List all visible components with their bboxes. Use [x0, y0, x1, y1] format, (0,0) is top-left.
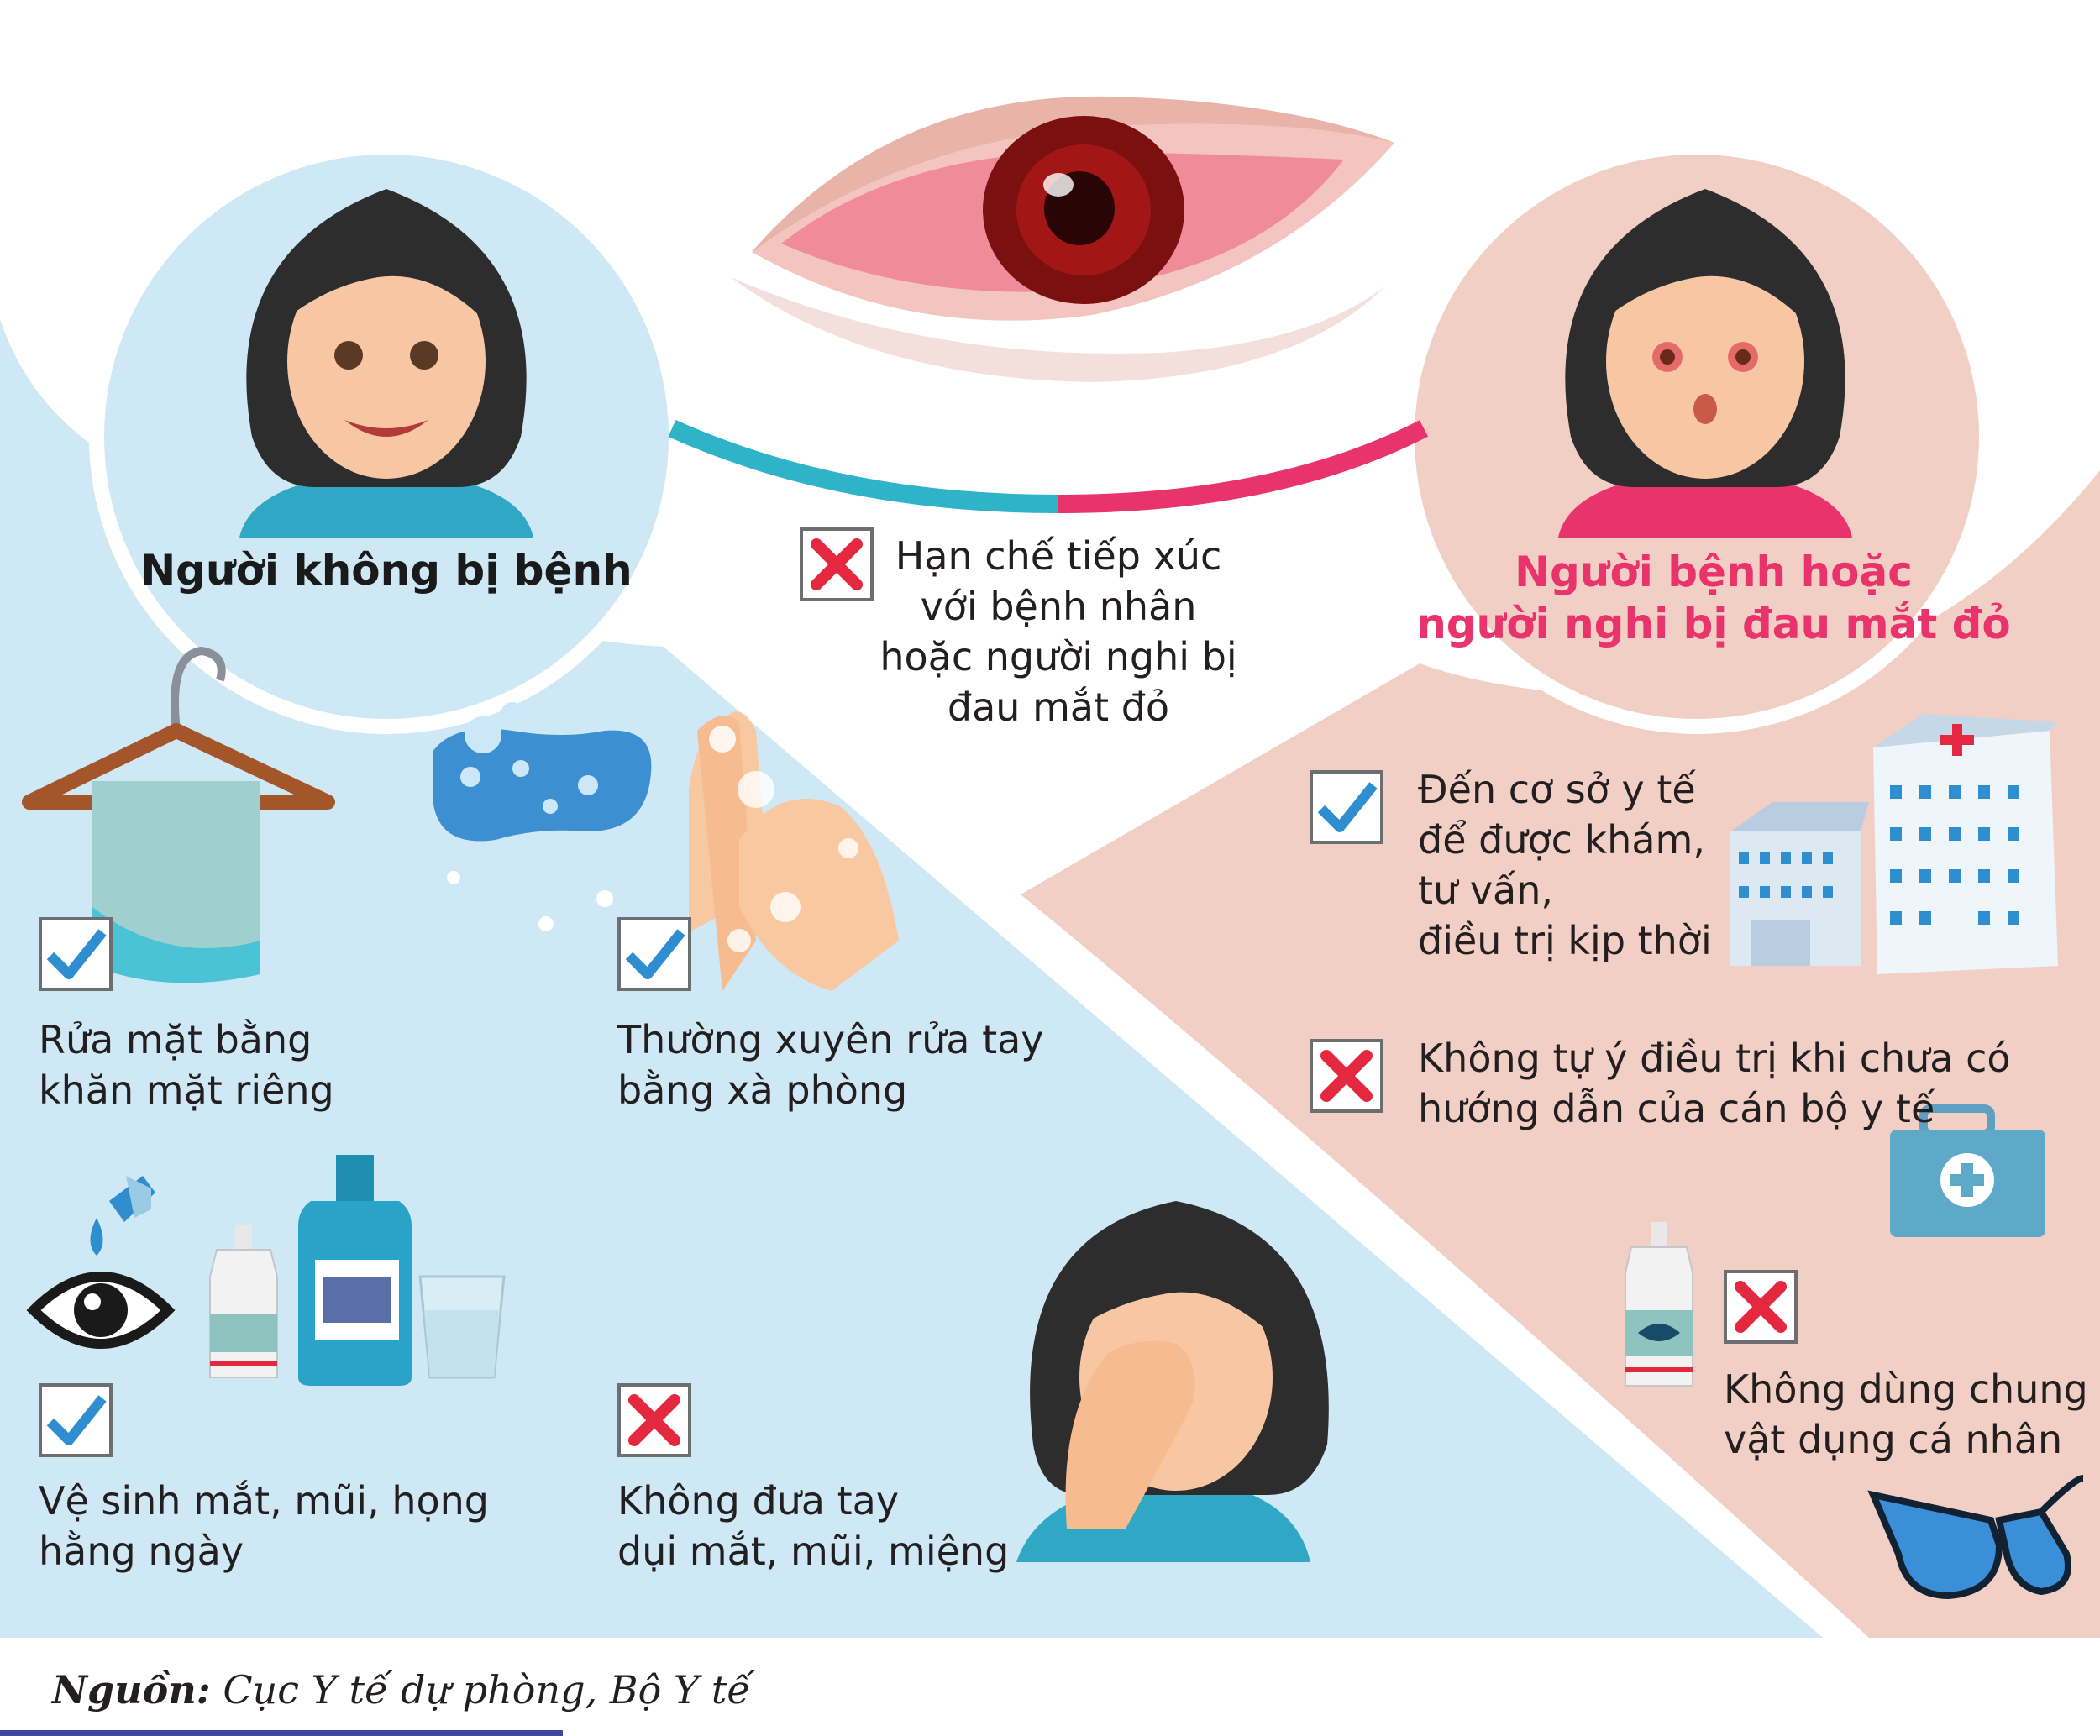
- bottle-icon: [209, 1225, 278, 1378]
- tip-line: tư vấn,: [1418, 868, 1553, 913]
- tip-line: để được khám,: [1418, 817, 1705, 863]
- tip-line: Không dùng chung: [1724, 1366, 2088, 1412]
- bottle-icon: [1625, 1222, 1693, 1387]
- healthy-group-title: Người không bị bệnh: [140, 546, 633, 595]
- tip-line: Đến cơ sở y tế: [1418, 767, 1696, 812]
- red-eye-icon: [731, 96, 1394, 382]
- tip-line: đau mắt đỏ: [947, 684, 1170, 730]
- check-icon: [617, 917, 691, 991]
- hanger-towel-icon: [22, 646, 335, 983]
- cross-icon: [617, 1383, 691, 1457]
- check-icon: [39, 917, 113, 991]
- check-icon: [39, 1383, 113, 1457]
- tip-line: dụi mắt, mũi, miệng: [617, 1529, 1010, 1574]
- tip-line: Rửa mặt bằng: [39, 1017, 312, 1062]
- tip-no-touch: Không đưa tay dụi mắt, mũi, miệng: [617, 1476, 1009, 1576]
- tip-line: Không tự ý điều trị khi chưa có: [1418, 1036, 2011, 1081]
- sick-group-title: Người bệnh hoặc người nghi bị đau mắt đỏ: [1411, 546, 2016, 650]
- tip-wash-face: Rửa mặt bằng khăn mặt riêng: [39, 1015, 334, 1115]
- footer-line: [0, 1730, 563, 1736]
- tip-line: bằng xà phòng: [617, 1067, 908, 1113]
- cross-icon: [800, 527, 874, 601]
- tip-line: hoặc người nghi bị: [879, 634, 1237, 679]
- source-credit: Nguồn: Cục Y tế dự phòng, Bộ Y tế: [52, 1667, 751, 1712]
- girl-rubbing-eye-icon: [1016, 1201, 1329, 1562]
- hand-washing-icon: [689, 711, 899, 991]
- tip-line: với bệnh nhân: [920, 584, 1197, 629]
- tip-line: Hạn chế tiếp xúc: [895, 533, 1222, 579]
- eye-drops-icon: [26, 1176, 176, 1349]
- sick-group-title-line: người nghi bị đau mắt đỏ: [1416, 600, 2011, 648]
- tip-line: hướng dẫn của cán bộ y tế: [1418, 1086, 1935, 1131]
- medical-kit-icon: [1890, 1104, 2045, 1237]
- source-label: Nguồn:: [52, 1667, 211, 1712]
- tip-line: điều trị kịp thời: [1418, 918, 1712, 963]
- cup-icon: [418, 1275, 506, 1379]
- tip-line: Vệ sinh mắt, mũi, họng: [39, 1478, 489, 1524]
- cross-icon: [1724, 1270, 1798, 1344]
- tip-line: Thường xuyên rửa tay: [617, 1017, 1044, 1062]
- glasses-icon: [1867, 1475, 2084, 1600]
- tip-line: vật dụng cá nhân: [1724, 1417, 2063, 1462]
- tip-line: hằng ngày: [39, 1529, 244, 1574]
- tip-no-self-treat: Không tự ý điều trị khi chưa có hướng dẫ…: [1418, 1033, 2011, 1134]
- center-tip-text: Hạn chế tiếp xúc với bệnh nhân hoặc ngườ…: [865, 531, 1252, 732]
- check-icon: [1310, 770, 1383, 844]
- girl-sick-icon: [1558, 189, 1852, 538]
- source-text: Cục Y tế dự phòng, Bộ Y tế: [210, 1667, 751, 1712]
- hospital-icon: [1730, 714, 2058, 974]
- tip-line: khăn mặt riêng: [39, 1067, 334, 1113]
- sponge-icon: [433, 702, 652, 931]
- sick-group-title-line: Người bệnh hoặc: [1515, 548, 1913, 596]
- tip-wash-hands: Thường xuyên rửa tay bằng xà phòng: [617, 1015, 1044, 1115]
- tip-line: Không đưa tay: [617, 1478, 900, 1524]
- girl-healthy-icon: [239, 189, 533, 538]
- mouthwash-icon: [298, 1155, 412, 1386]
- tip-hygiene: Vệ sinh mắt, mũi, họng hằng ngày: [39, 1476, 489, 1576]
- tip-visit-clinic: Đến cơ sở y tế để được khám, tư vấn, điề…: [1418, 764, 1712, 966]
- tip-no-sharing: Không dùng chung vật dụng cá nhân: [1724, 1364, 2088, 1465]
- cross-icon: [1310, 1039, 1383, 1113]
